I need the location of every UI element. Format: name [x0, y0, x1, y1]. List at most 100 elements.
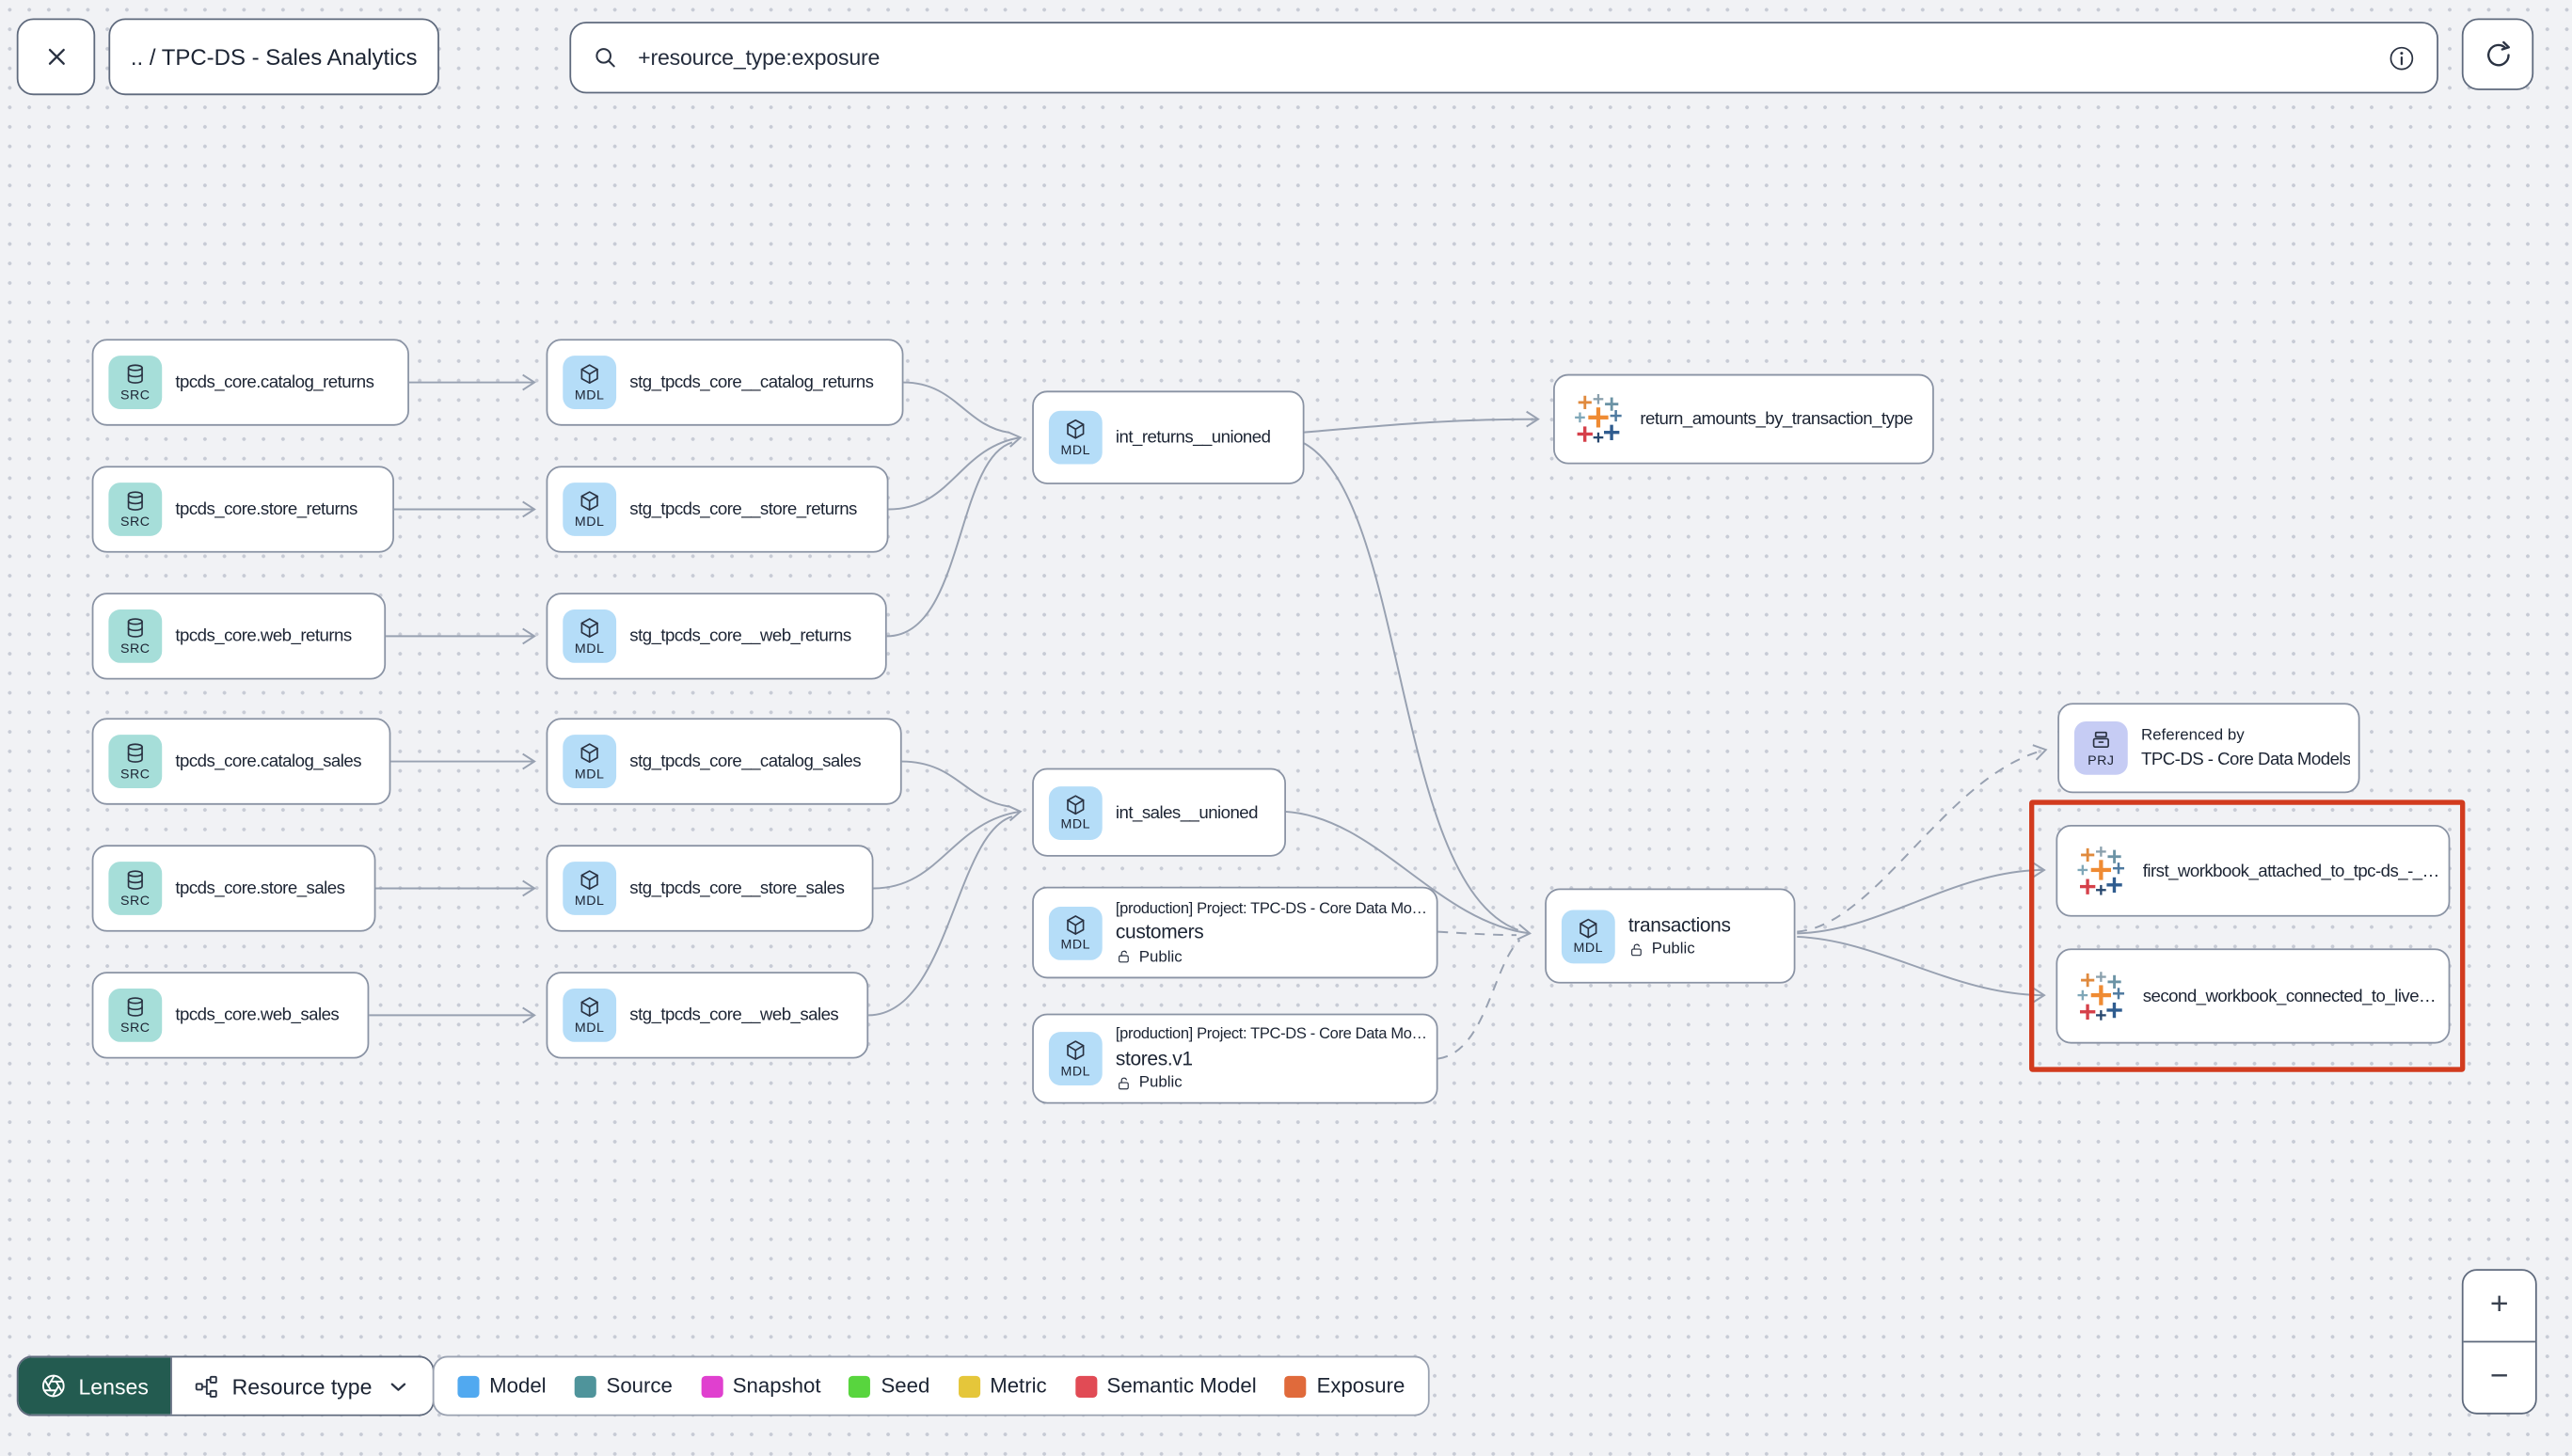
close-icon [47, 48, 64, 65]
lenses-button[interactable]: Lenses [18, 1357, 170, 1415]
node-exposure-second-workbook[interactable]: second_workbook_connected_to_live… [2056, 948, 2451, 1044]
node-source-web-returns[interactable]: SRC tpcds_core.web_returns [91, 593, 387, 680]
resource-type-dropdown[interactable]: Resource type [169, 1357, 433, 1415]
access-row: Public [1628, 941, 1731, 958]
project-context-label: [production] Project: TPC-DS - Core Data… [1115, 899, 1427, 916]
database-icon [127, 618, 143, 639]
edge [903, 381, 1009, 434]
cube-icon [1067, 1040, 1085, 1061]
edge [1302, 410, 1540, 434]
database-icon [127, 364, 143, 385]
project-context-label: [production] Project: TPC-DS - Core Data… [1115, 1025, 1427, 1042]
source-badge: SRC [108, 483, 163, 536]
unlock-icon [1119, 950, 1129, 963]
cube-icon [1580, 918, 1597, 938]
project-badge: PRJ [2073, 720, 2128, 775]
node-stg-catalog-returns[interactable]: MDL stg_tpcds_core__catalog_returns [546, 339, 904, 426]
cube-icon [580, 870, 598, 891]
legend-item-source: Source [574, 1374, 673, 1398]
model-badge: MDL [563, 483, 617, 536]
database-icon [127, 997, 143, 1018]
source-badge: SRC [108, 609, 163, 663]
access-row: Public [1116, 947, 1427, 966]
model-badge: MDL [563, 609, 617, 663]
edge [888, 431, 1023, 511]
model-badge: MDL [1048, 785, 1103, 840]
cube-icon [1067, 794, 1085, 815]
zoom-in-button[interactable]: + [2463, 1271, 2535, 1343]
source-badge: SRC [108, 862, 163, 915]
node-stg-store-sales[interactable]: MDL stg_tpcds_core__store_sales [546, 845, 874, 932]
tableau-icon [2077, 846, 2125, 894]
node-source-catalog-sales[interactable]: SRC tpcds_core.catalog_sales [91, 718, 391, 805]
node-stg-web-sales[interactable]: MDL stg_tpcds_core__web_sales [546, 972, 869, 1059]
edge [1797, 862, 2046, 935]
node-exposure-return-amounts[interactable]: return_amounts_by_transaction_type [1553, 373, 1934, 465]
node-stg-catalog-sales[interactable]: MDL stg_tpcds_core__catalog_sales [546, 718, 902, 805]
model-badge: MDL [1048, 906, 1103, 959]
database-icon [127, 491, 143, 512]
node-stg-web-returns[interactable]: MDL stg_tpcds_core__web_returns [546, 593, 887, 680]
legend-item-model: Model [457, 1374, 547, 1398]
node-customers[interactable]: MDL [production] Project: TPC-DS - Core … [1032, 886, 1438, 979]
node-stg-store-returns[interactable]: MDL stg_tpcds_core__store_returns [546, 466, 889, 553]
access-row: Public [1116, 1074, 1427, 1092]
source-badge: SRC [108, 988, 163, 1042]
node-source-catalog-returns[interactable]: SRC tpcds_core.catalog_returns [91, 339, 409, 426]
model-badge: MDL [1048, 1032, 1103, 1085]
cube-icon [580, 743, 598, 764]
cube-icon [1067, 419, 1085, 440]
node-source-store-sales[interactable]: SRC tpcds_core.store_sales [91, 845, 376, 932]
aperture-icon [41, 1374, 65, 1398]
info-icon[interactable] [2387, 42, 2417, 72]
breadcrumb[interactable]: .. / TPC-DS - Sales Analytics [108, 18, 439, 96]
cube-icon [1067, 914, 1085, 935]
node-stores-v1[interactable]: MDL [production] Project: TPC-DS - Core … [1032, 1013, 1438, 1104]
edge [1437, 930, 1516, 937]
refresh-button[interactable] [2461, 18, 2534, 90]
project-icon [2092, 732, 2109, 749]
model-badge: MDL [563, 988, 617, 1042]
breadcrumb-label: .. / TPC-DS - Sales Analytics [130, 44, 418, 70]
legend-swatch [574, 1374, 596, 1398]
zoom-controls: + − [2461, 1269, 2537, 1415]
node-transactions[interactable]: MDL transactions Public [1545, 888, 1796, 984]
unlock-icon [1119, 1076, 1129, 1089]
legend-swatch [958, 1374, 980, 1398]
tableau-icon [2077, 971, 2125, 1020]
node-exposure-first-workbook[interactable]: first_workbook_attached_to_tpc-ds_-_… [2056, 825, 2451, 917]
refresh-icon [2486, 40, 2510, 66]
edge [1437, 939, 1521, 1060]
cube-icon [580, 364, 598, 385]
model-badge: MDL [1561, 909, 1615, 963]
model-badge: MDL [563, 862, 617, 915]
node-referenced-by-project[interactable]: PRJ Referenced by TPC-DS - Core Data Mod… [2057, 703, 2360, 794]
search-icon [595, 48, 615, 68]
node-source-web-sales[interactable]: SRC tpcds_core.web_sales [91, 972, 370, 1059]
model-badge: MDL [563, 735, 617, 788]
edge [1797, 744, 2048, 933]
model-badge: MDL [1048, 410, 1103, 465]
unlock-icon [1631, 943, 1642, 956]
node-source-store-returns[interactable]: SRC tpcds_core.store_returns [91, 466, 394, 553]
node-int-sales-unioned[interactable]: MDL int_sales__unioned [1032, 768, 1286, 857]
node-int-returns-unioned[interactable]: MDL int_returns__unioned [1032, 390, 1305, 484]
legend-item-exposure: Exposure [1284, 1374, 1405, 1398]
legend-item-snapshot: Snapshot [701, 1374, 821, 1398]
cube-icon [580, 618, 598, 639]
search-input[interactable] [634, 43, 2372, 72]
legend-item-metric: Metric [958, 1374, 1047, 1398]
edge [1797, 935, 2046, 1004]
cube-icon [580, 997, 598, 1018]
zoom-out-button[interactable]: − [2489, 1359, 2509, 1395]
legend-swatch [849, 1374, 871, 1398]
lens-controls: Lenses Resource type [16, 1355, 435, 1416]
referenced-by-label: Referenced by [2140, 726, 2245, 746]
resource-type-icon [195, 1375, 217, 1397]
close-button[interactable] [16, 18, 96, 96]
legend-swatch [457, 1374, 480, 1398]
edge [1302, 441, 1519, 931]
search-bar[interactable] [569, 22, 2438, 94]
legend-swatch [1284, 1374, 1307, 1398]
